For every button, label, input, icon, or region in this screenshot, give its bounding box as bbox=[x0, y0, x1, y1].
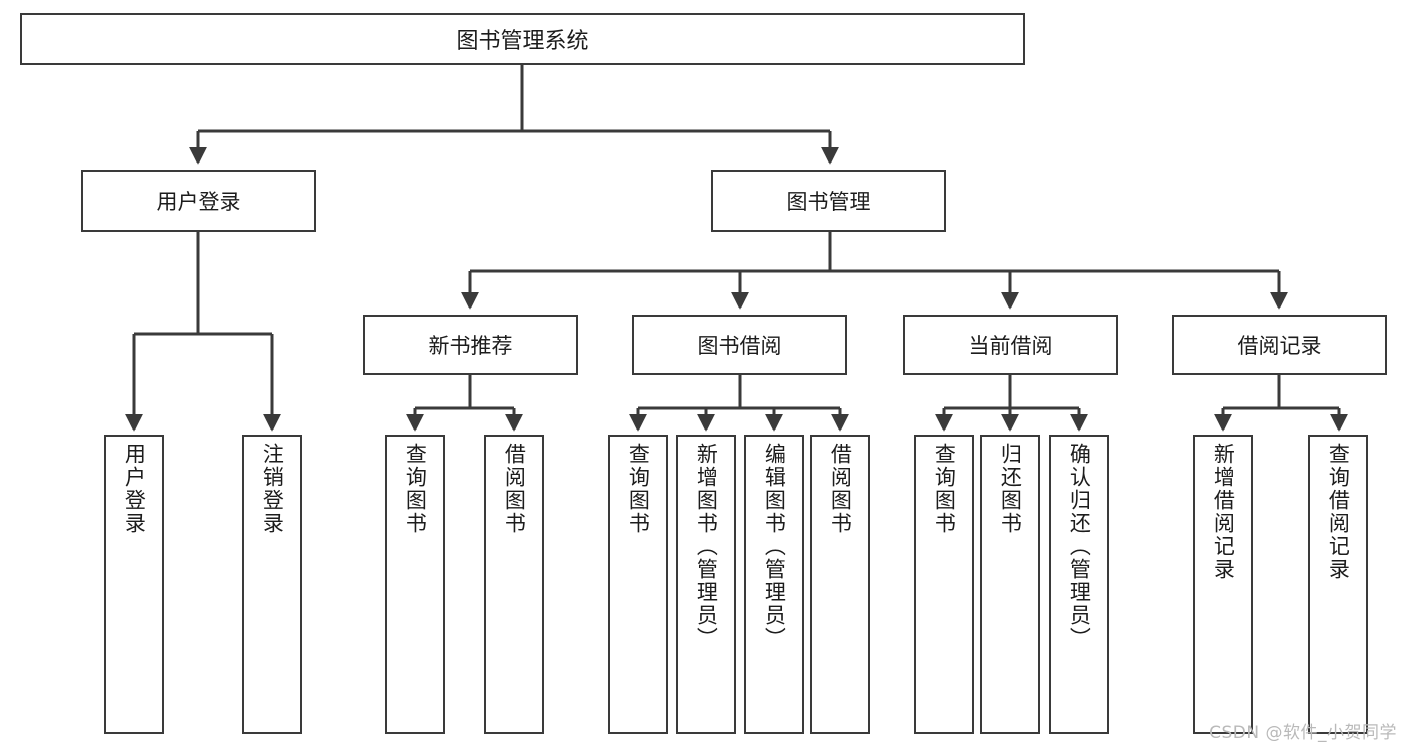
node-label: 查询借阅记录 bbox=[1326, 443, 1351, 581]
node-label: 新增图书（管理员） bbox=[694, 443, 719, 650]
node-leaf-query-book-2[interactable]: 查询图书 bbox=[608, 435, 668, 734]
node-leaf-add-book[interactable]: 新增图书（管理员） bbox=[676, 435, 736, 734]
node-label: 查询图书 bbox=[626, 443, 651, 535]
node-label: 查询图书 bbox=[403, 443, 428, 535]
node-label: 用户登录 bbox=[156, 190, 241, 214]
node-book-management[interactable]: 图书管理 bbox=[711, 170, 946, 232]
node-label: 查询图书 bbox=[932, 443, 957, 535]
node-label: 当前借阅 bbox=[968, 334, 1053, 358]
node-root-system[interactable]: 图书管理系统 bbox=[20, 13, 1025, 65]
node-label: 新增借阅记录 bbox=[1211, 443, 1236, 581]
node-leaf-return-book[interactable]: 归还图书 bbox=[980, 435, 1040, 734]
node-label: 图书借阅 bbox=[697, 334, 782, 358]
node-current-borrow[interactable]: 当前借阅 bbox=[903, 315, 1118, 375]
node-leaf-query-book-3[interactable]: 查询图书 bbox=[914, 435, 974, 734]
node-borrow-record[interactable]: 借阅记录 bbox=[1172, 315, 1387, 375]
node-leaf-query-book-1[interactable]: 查询图书 bbox=[385, 435, 445, 734]
node-leaf-borrow-book-2[interactable]: 借阅图书 bbox=[810, 435, 870, 734]
node-user-login[interactable]: 用户登录 bbox=[81, 170, 316, 232]
node-leaf-user-login[interactable]: 用户登录 bbox=[104, 435, 164, 734]
node-label: 借阅记录 bbox=[1237, 334, 1322, 358]
node-new-book-recommend[interactable]: 新书推荐 bbox=[363, 315, 578, 375]
node-label: 图书管理系统 bbox=[456, 29, 589, 54]
node-leaf-add-record[interactable]: 新增借阅记录 bbox=[1193, 435, 1253, 734]
node-label: 注销登录 bbox=[260, 443, 285, 535]
node-leaf-query-record[interactable]: 查询借阅记录 bbox=[1308, 435, 1368, 734]
node-leaf-logout-login[interactable]: 注销登录 bbox=[242, 435, 302, 734]
node-leaf-borrow-book-1[interactable]: 借阅图书 bbox=[484, 435, 544, 734]
node-book-borrow[interactable]: 图书借阅 bbox=[632, 315, 847, 375]
node-label: 新书推荐 bbox=[428, 334, 513, 358]
node-label: 编辑图书（管理员） bbox=[762, 443, 787, 650]
node-label: 归还图书 bbox=[998, 443, 1023, 535]
node-label: 图书管理 bbox=[786, 190, 871, 214]
node-label: 用户登录 bbox=[122, 443, 147, 535]
node-leaf-edit-book[interactable]: 编辑图书（管理员） bbox=[744, 435, 804, 734]
node-label: 借阅图书 bbox=[828, 443, 853, 535]
node-label: 借阅图书 bbox=[502, 443, 527, 535]
node-label: 确认归还（管理员） bbox=[1067, 443, 1092, 650]
node-leaf-confirm-return[interactable]: 确认归还（管理员） bbox=[1049, 435, 1109, 734]
